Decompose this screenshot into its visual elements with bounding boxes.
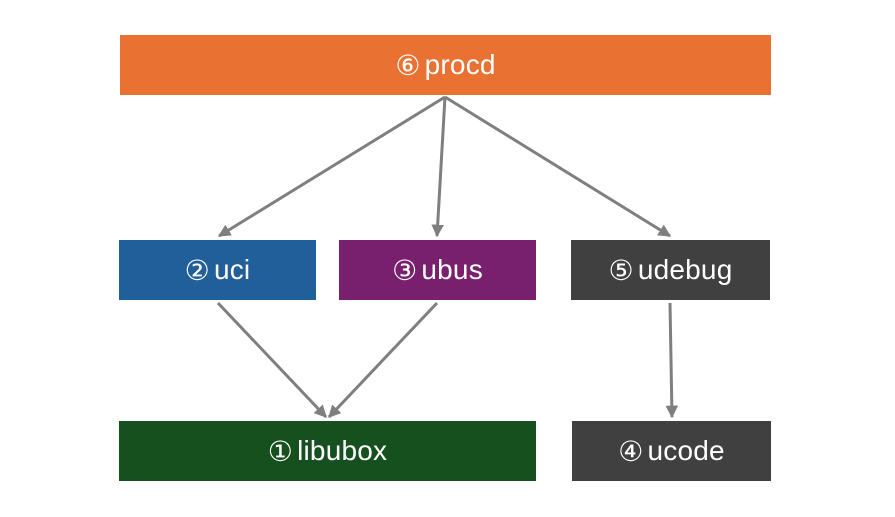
node-ubus: ③ ubus [339, 240, 536, 300]
node-number: ② [184, 254, 210, 286]
node-ucode: ④ ucode [572, 421, 771, 481]
arrow-procd-to-udebug [444, 95, 672, 238]
arrow-ubus-to-libubox [327, 301, 439, 419]
arrow-udebug-to-ucode [665, 302, 679, 419]
node-uci: ② uci [119, 240, 316, 300]
node-number: ③ [392, 254, 418, 286]
node-label: udebug [637, 254, 733, 285]
arrow-procd-to-ubus [431, 96, 447, 238]
node-label: procd [424, 49, 496, 80]
node-number: ⑥ [395, 49, 421, 81]
node-label: ucode [647, 435, 725, 466]
node-number: ④ [618, 435, 644, 467]
node-number: ⑤ [608, 254, 634, 286]
node-libubox: ① libubox [119, 421, 536, 481]
node-label: libubox [297, 435, 388, 466]
node-label: uci [213, 254, 251, 285]
node-number: ① [267, 435, 294, 467]
node-procd: ⑥ procd [120, 35, 771, 95]
arrow-procd-to-uci [217, 95, 446, 238]
arrow-uci-to-libubox [216, 301, 328, 419]
node-udebug: ⑤ udebug [571, 240, 770, 300]
node-label: ubus [421, 254, 483, 285]
